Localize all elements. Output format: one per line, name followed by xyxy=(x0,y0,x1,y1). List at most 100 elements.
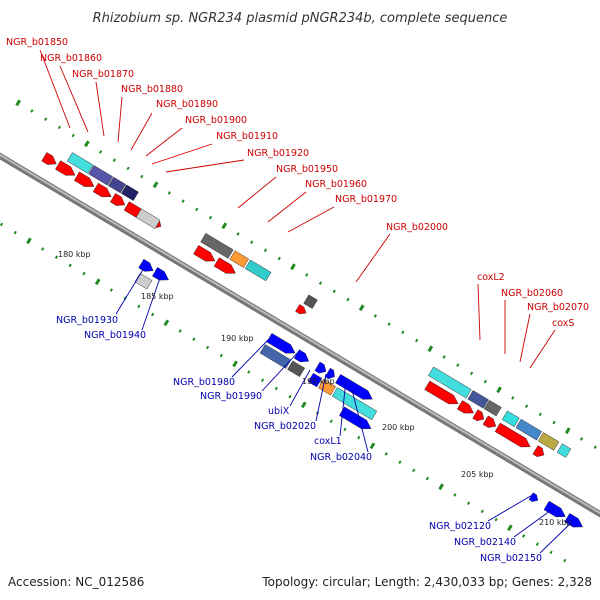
guide-tick-inner xyxy=(384,452,388,456)
guide-tick-outer xyxy=(250,240,254,244)
gene-fwd-grey-2-shape xyxy=(200,233,234,259)
gene-fwd-9-shape xyxy=(213,257,236,274)
guide-tick-inner xyxy=(41,247,45,251)
guide-tick-outer xyxy=(181,199,185,203)
guide-tick-inner xyxy=(549,550,553,555)
gene-fwd-orange xyxy=(229,250,249,268)
gene-fwd-12-shape xyxy=(456,400,474,414)
guide-tick-outer xyxy=(152,181,159,189)
gene-rev-12 xyxy=(339,406,372,430)
gene-fwd-9 xyxy=(213,257,236,274)
callout-line-12 xyxy=(355,233,391,283)
callout-line-11 xyxy=(287,206,335,233)
guide-tick-inner xyxy=(412,468,416,473)
gene-fwd-grey-3 xyxy=(303,294,318,309)
gene-fwd-1-shape xyxy=(41,152,57,165)
gene-fwd-8 xyxy=(193,245,216,262)
gene-fwd-10-shape xyxy=(295,304,307,315)
guide-tick-outer xyxy=(483,379,487,384)
gene-rev-10-shape xyxy=(335,374,373,400)
gene-label-ngr-b01970: NGR_b01970 xyxy=(335,194,397,205)
gene-rev-14 xyxy=(543,500,566,518)
gene-fwd-teal-3-shape xyxy=(501,410,520,428)
callout-line-23 xyxy=(339,379,347,437)
gene-rev-13-shape xyxy=(528,492,539,502)
guide-tick-outer xyxy=(15,99,22,107)
gene-label-ngr-b01850: NGR_b01850 xyxy=(6,37,68,48)
gene-label-ngr-b01890: NGR_b01890 xyxy=(156,99,218,110)
guide-tick-inner xyxy=(425,476,430,481)
callout-line-18 xyxy=(141,271,163,331)
gene-rev-grey-2-shape xyxy=(287,360,305,377)
gene-rev-teal-shape xyxy=(331,387,378,420)
gene-fwd-row2-1 xyxy=(66,152,94,174)
gene-fwd-steel-shape xyxy=(515,418,542,441)
guide-tick-outer xyxy=(305,273,309,277)
guide-tick-outer xyxy=(140,174,144,179)
gene-fwd-13 xyxy=(472,409,485,422)
guide-tick-inner xyxy=(453,493,457,497)
guide-tick-outer xyxy=(456,363,460,367)
gene-fwd-11-shape xyxy=(424,380,459,405)
gene-fwd-13-shape xyxy=(472,409,485,422)
gene-label-ngr-b01980: NGR_b01980 xyxy=(173,377,235,388)
gene-fwd-olive xyxy=(538,432,560,451)
gene-label-coxl1: coxL1 xyxy=(314,436,342,447)
guide-tick-outer xyxy=(263,248,268,253)
gene-label-ngr-b01940: NGR_b01940 xyxy=(84,330,146,341)
map-title: Rhizobium sp. NGR234 plasmid pNGR234b, c… xyxy=(93,11,508,26)
accession-text: Accession: NC_012586 xyxy=(8,575,144,589)
gene-fwd-5 xyxy=(110,193,126,206)
guide-tick-outer xyxy=(564,427,571,435)
gene-fwd-teal-1 xyxy=(245,259,272,282)
tick-label-180: 180 kbp xyxy=(58,250,91,259)
gene-label-ngr-b02150: NGR_b02150 xyxy=(480,553,542,564)
guide-tick-inner xyxy=(26,237,32,245)
guide-tick-inner xyxy=(535,542,539,546)
gene-fwd-grey-1-shape xyxy=(135,208,161,229)
gene-rev-steel-shape xyxy=(259,344,292,369)
guide-tick-inner xyxy=(151,312,155,317)
guide-tick-inner xyxy=(343,427,347,432)
guide-tick-outer xyxy=(30,109,34,113)
gene-rev-grey-2 xyxy=(287,360,305,377)
guide-tick-inner xyxy=(288,394,292,399)
guide-tick-inner xyxy=(219,353,223,358)
guide-tick-outer xyxy=(496,386,502,394)
gene-label-ngr-b02070: NGR_b02070 xyxy=(527,302,589,313)
guide-tick-inner xyxy=(192,337,196,341)
guide-tick-outer xyxy=(427,345,434,353)
guide-tick-inner xyxy=(507,524,513,532)
gene-fwd-row2-4-shape xyxy=(121,184,139,201)
gene-fwd-grey-2 xyxy=(200,233,234,259)
guide-tick-inner xyxy=(163,319,170,327)
gene-fwd-16 xyxy=(532,445,545,457)
gene-label-ngr-b01920: NGR_b01920 xyxy=(247,148,309,159)
gene-fwd-3-shape xyxy=(74,171,95,187)
guide-tick-inner xyxy=(480,509,485,514)
gene-fwd-2-shape xyxy=(55,160,76,176)
gene-fwd-2 xyxy=(55,160,76,176)
gene-label-ngr-b01870: NGR_b01870 xyxy=(72,69,134,80)
gene-fwd-14 xyxy=(482,415,497,428)
guide-tick-inner xyxy=(438,483,444,491)
callout-line-4 xyxy=(117,96,123,143)
gene-rev-13 xyxy=(528,492,539,502)
guide-tick-inner xyxy=(247,370,251,374)
gene-fwd-4-shape xyxy=(92,182,112,198)
gene-rev-4-shape xyxy=(138,258,154,272)
callout-line-7 xyxy=(151,143,213,165)
guide-tick-inner xyxy=(82,271,86,276)
gene-fwd-row2-2-shape xyxy=(88,165,113,186)
callout-line-26 xyxy=(513,507,555,538)
gene-fwd-15-shape xyxy=(494,422,531,448)
gene-fwd-grey-4-shape xyxy=(483,399,502,417)
guide-tick-outer xyxy=(332,289,336,294)
guide-tick-inner xyxy=(54,255,59,260)
guide-tick-outer xyxy=(221,222,228,230)
guide-tick-inner xyxy=(94,278,101,286)
guide-tick-inner xyxy=(300,401,307,409)
gene-rev-5 xyxy=(152,267,169,281)
guide-tick-outer xyxy=(524,404,529,408)
